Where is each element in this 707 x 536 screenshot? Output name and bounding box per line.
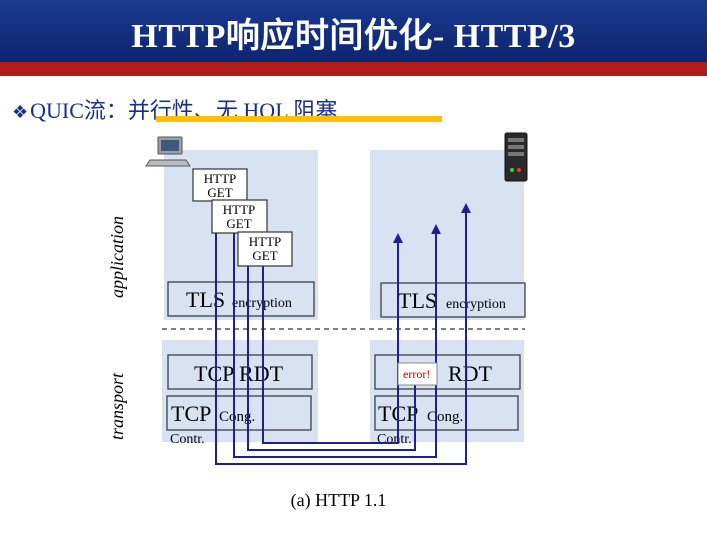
http-get-1-line1: HTTP [204,171,237,186]
http-get-2-line1: HTTP [223,202,256,217]
stream-line-3 [247,262,416,451]
server-rdt-label: RDT [448,361,493,386]
client-cong-label: Cong. [219,409,255,425]
client-contr-label: Contr. [170,432,205,447]
subtitle-highlight [156,116,442,122]
arrowhead-4 [393,233,403,243]
http-get-box-2: HTTP GET [211,199,268,234]
client-tcp-cong-box [166,395,312,431]
client-tcp-rdt-label: TCP RDT [194,361,284,386]
client-tls-encryption: encryption [232,296,292,311]
server-tls-box [380,282,526,318]
computer-icon [145,136,191,167]
client-tls-label: TLS [186,287,225,312]
http-get-2-line2: GET [226,216,251,231]
diagram-caption: (a) HTTP 1.1 [290,490,387,510]
layer-label-application: application [107,216,127,298]
server-icon [504,132,528,182]
diamond-bullet-icon: ❖ [12,102,29,122]
stream-line-1 [215,200,467,465]
error-label: error! [403,367,430,381]
http-get-box-3: HTTP GET [237,231,293,267]
stream-line-2 [233,225,437,458]
server-contr-label: Contr. [377,432,412,447]
http-get-1-line2: GET [207,185,232,200]
http-get-box-1: HTTP GET [192,168,248,202]
stream-line-4 [262,242,399,444]
http-get-3-line1: HTTP [249,234,282,249]
client-tcp-rdt-box [167,354,313,390]
client-tcp-label: TCP [171,401,211,426]
http-get-3-line2: GET [252,248,277,263]
server-cong-label: Cong. [427,409,463,425]
stream-lines [215,200,467,465]
server-tls-encryption: encryption [446,297,506,312]
arrowhead-1 [461,203,471,213]
title-accent-stripe [0,62,707,76]
server-tls-label: TLS [398,288,437,313]
client-tls-box [167,281,315,317]
error-box [397,362,438,386]
slide-title: HTTP响应时间优化- HTTP/3 [131,18,576,55]
title-bar [0,0,707,62]
arrowhead-2 [431,224,441,234]
layer-label-transport: transport [107,372,127,440]
